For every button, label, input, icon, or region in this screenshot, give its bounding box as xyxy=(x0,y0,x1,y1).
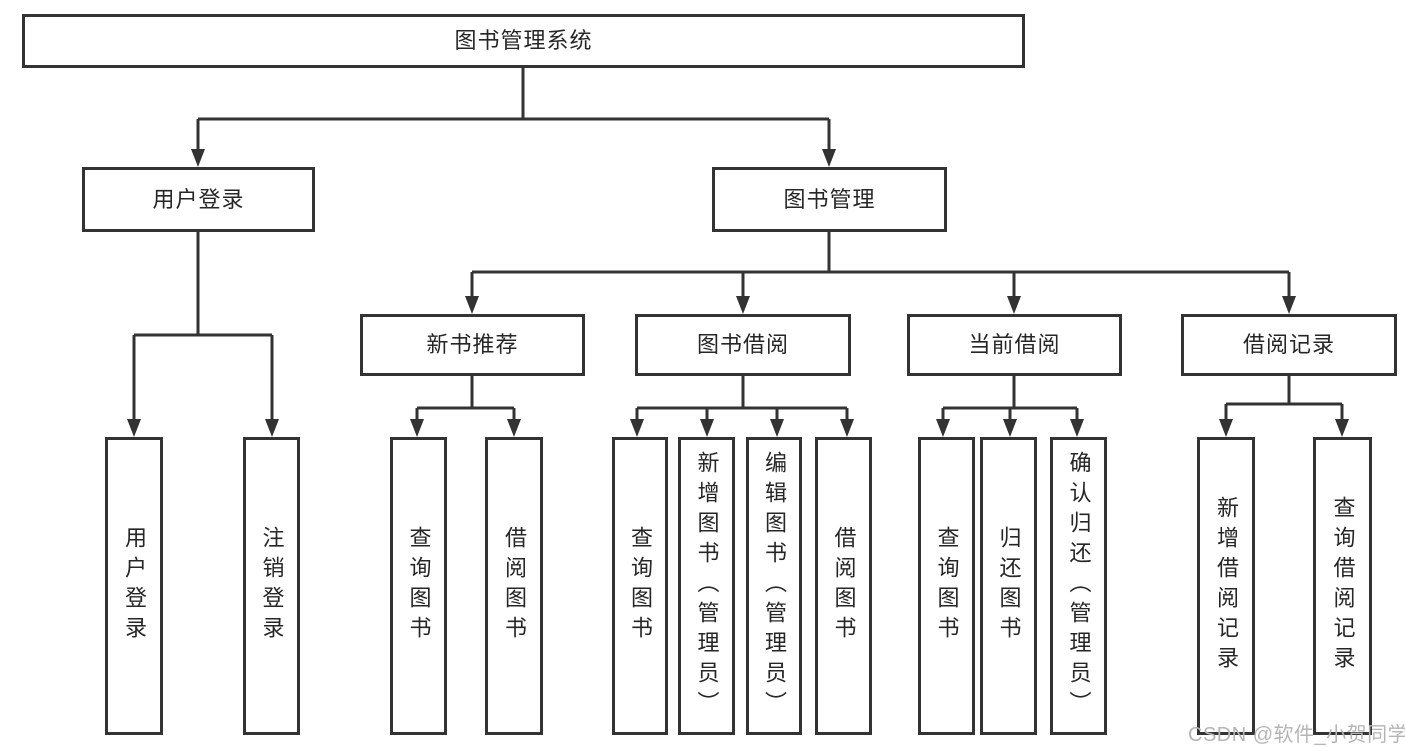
arrowhead-icon-current-borrow-0 xyxy=(936,419,950,437)
arrowhead-icon-root-0 xyxy=(191,149,205,167)
node-leaf-borrow-book-rec: 借阅图书 xyxy=(485,437,543,735)
node-label: 查询图书 xyxy=(406,526,432,646)
node-current-borrow: 当前借阅 xyxy=(907,314,1122,376)
node-label: 编辑图书（管理员） xyxy=(762,451,787,721)
arrowhead-icon-book-borrow-3 xyxy=(840,419,854,437)
node-leaf-return-book: 归还图书 xyxy=(980,437,1037,735)
arrowhead-icon-book-borrow-2 xyxy=(770,419,784,437)
node-label: 当前借阅 xyxy=(968,332,1061,357)
node-label: 新增借阅记录 xyxy=(1214,496,1239,676)
node-label: 查询借阅记录 xyxy=(1330,496,1356,676)
arrowhead-icon-new-book-recommend-1 xyxy=(507,419,521,437)
arrowhead-icon-borrow-record-0 xyxy=(1219,419,1233,437)
node-label: 用户登录 xyxy=(152,186,245,212)
watermark-text: CSDN @软件_小贺同学 xyxy=(1188,724,1405,746)
node-label: 借阅记录 xyxy=(1242,332,1335,357)
arrowhead-icon-book-manage-2 xyxy=(1007,296,1021,314)
node-leaf-add-book-admin: 新增图书（管理员） xyxy=(678,437,735,735)
node-leaf-edit-book-admin: 编辑图书（管理员） xyxy=(746,437,802,735)
node-leaf-borrow-book-borrow: 借阅图书 xyxy=(815,437,872,735)
node-leaf-query-book-borrow: 查询图书 xyxy=(612,437,668,735)
arrowhead-icon-book-borrow-0 xyxy=(630,419,644,437)
node-label: 查询图书 xyxy=(628,526,653,646)
node-label: 查询图书 xyxy=(934,526,960,646)
node-label: 新增图书（管理员） xyxy=(694,451,720,721)
node-root: 图书管理系统 xyxy=(22,14,1025,68)
arrowhead-icon-user-login-0 xyxy=(127,419,141,437)
arrowhead-icon-book-manage-3 xyxy=(1282,296,1296,314)
node-label: 借阅图书 xyxy=(502,526,527,646)
node-leaf-logout: 注销登录 xyxy=(243,437,300,735)
arrowhead-icon-borrow-record-1 xyxy=(1335,419,1349,437)
node-label: 用户登录 xyxy=(122,526,147,646)
node-leaf-query-book-rec: 查询图书 xyxy=(390,437,447,735)
arrowhead-icon-current-borrow-2 xyxy=(1070,419,1084,437)
node-label: 借阅图书 xyxy=(831,526,857,646)
node-leaf-query-book-current: 查询图书 xyxy=(918,437,975,735)
node-book-borrow: 图书借阅 xyxy=(635,314,851,376)
node-label: 图书借阅 xyxy=(696,332,789,357)
node-leaf-query-borrow-record: 查询借阅记录 xyxy=(1313,437,1372,735)
arrowhead-icon-current-borrow-1 xyxy=(1003,419,1017,437)
node-label: 确认归还（管理员） xyxy=(1066,451,1092,721)
node-new-book-recommend: 新书推荐 xyxy=(360,314,585,376)
node-label: 图书管理 xyxy=(783,186,876,212)
arrowhead-icon-root-1 xyxy=(822,149,836,167)
node-label: 注销登录 xyxy=(259,526,285,646)
node-leaf-add-borrow-record: 新增借阅记录 xyxy=(1197,437,1255,735)
arrowhead-icon-book-borrow-1 xyxy=(700,419,714,437)
node-leaf-confirm-return: 确认归还（管理员） xyxy=(1050,437,1107,735)
node-borrow-record: 借阅记录 xyxy=(1181,314,1397,376)
arrowhead-icon-book-manage-1 xyxy=(736,296,750,314)
node-book-manage: 图书管理 xyxy=(712,167,947,232)
arrowhead-icon-user-login-1 xyxy=(265,419,279,437)
node-user-login: 用户登录 xyxy=(82,167,315,232)
node-label: 图书管理系统 xyxy=(454,28,593,53)
arrowhead-icon-new-book-recommend-0 xyxy=(410,419,424,437)
arrowhead-icon-book-manage-0 xyxy=(465,296,479,314)
node-leaf-user-login: 用户登录 xyxy=(105,437,163,735)
node-label: 新书推荐 xyxy=(426,332,519,357)
node-label: 归还图书 xyxy=(996,526,1022,646)
